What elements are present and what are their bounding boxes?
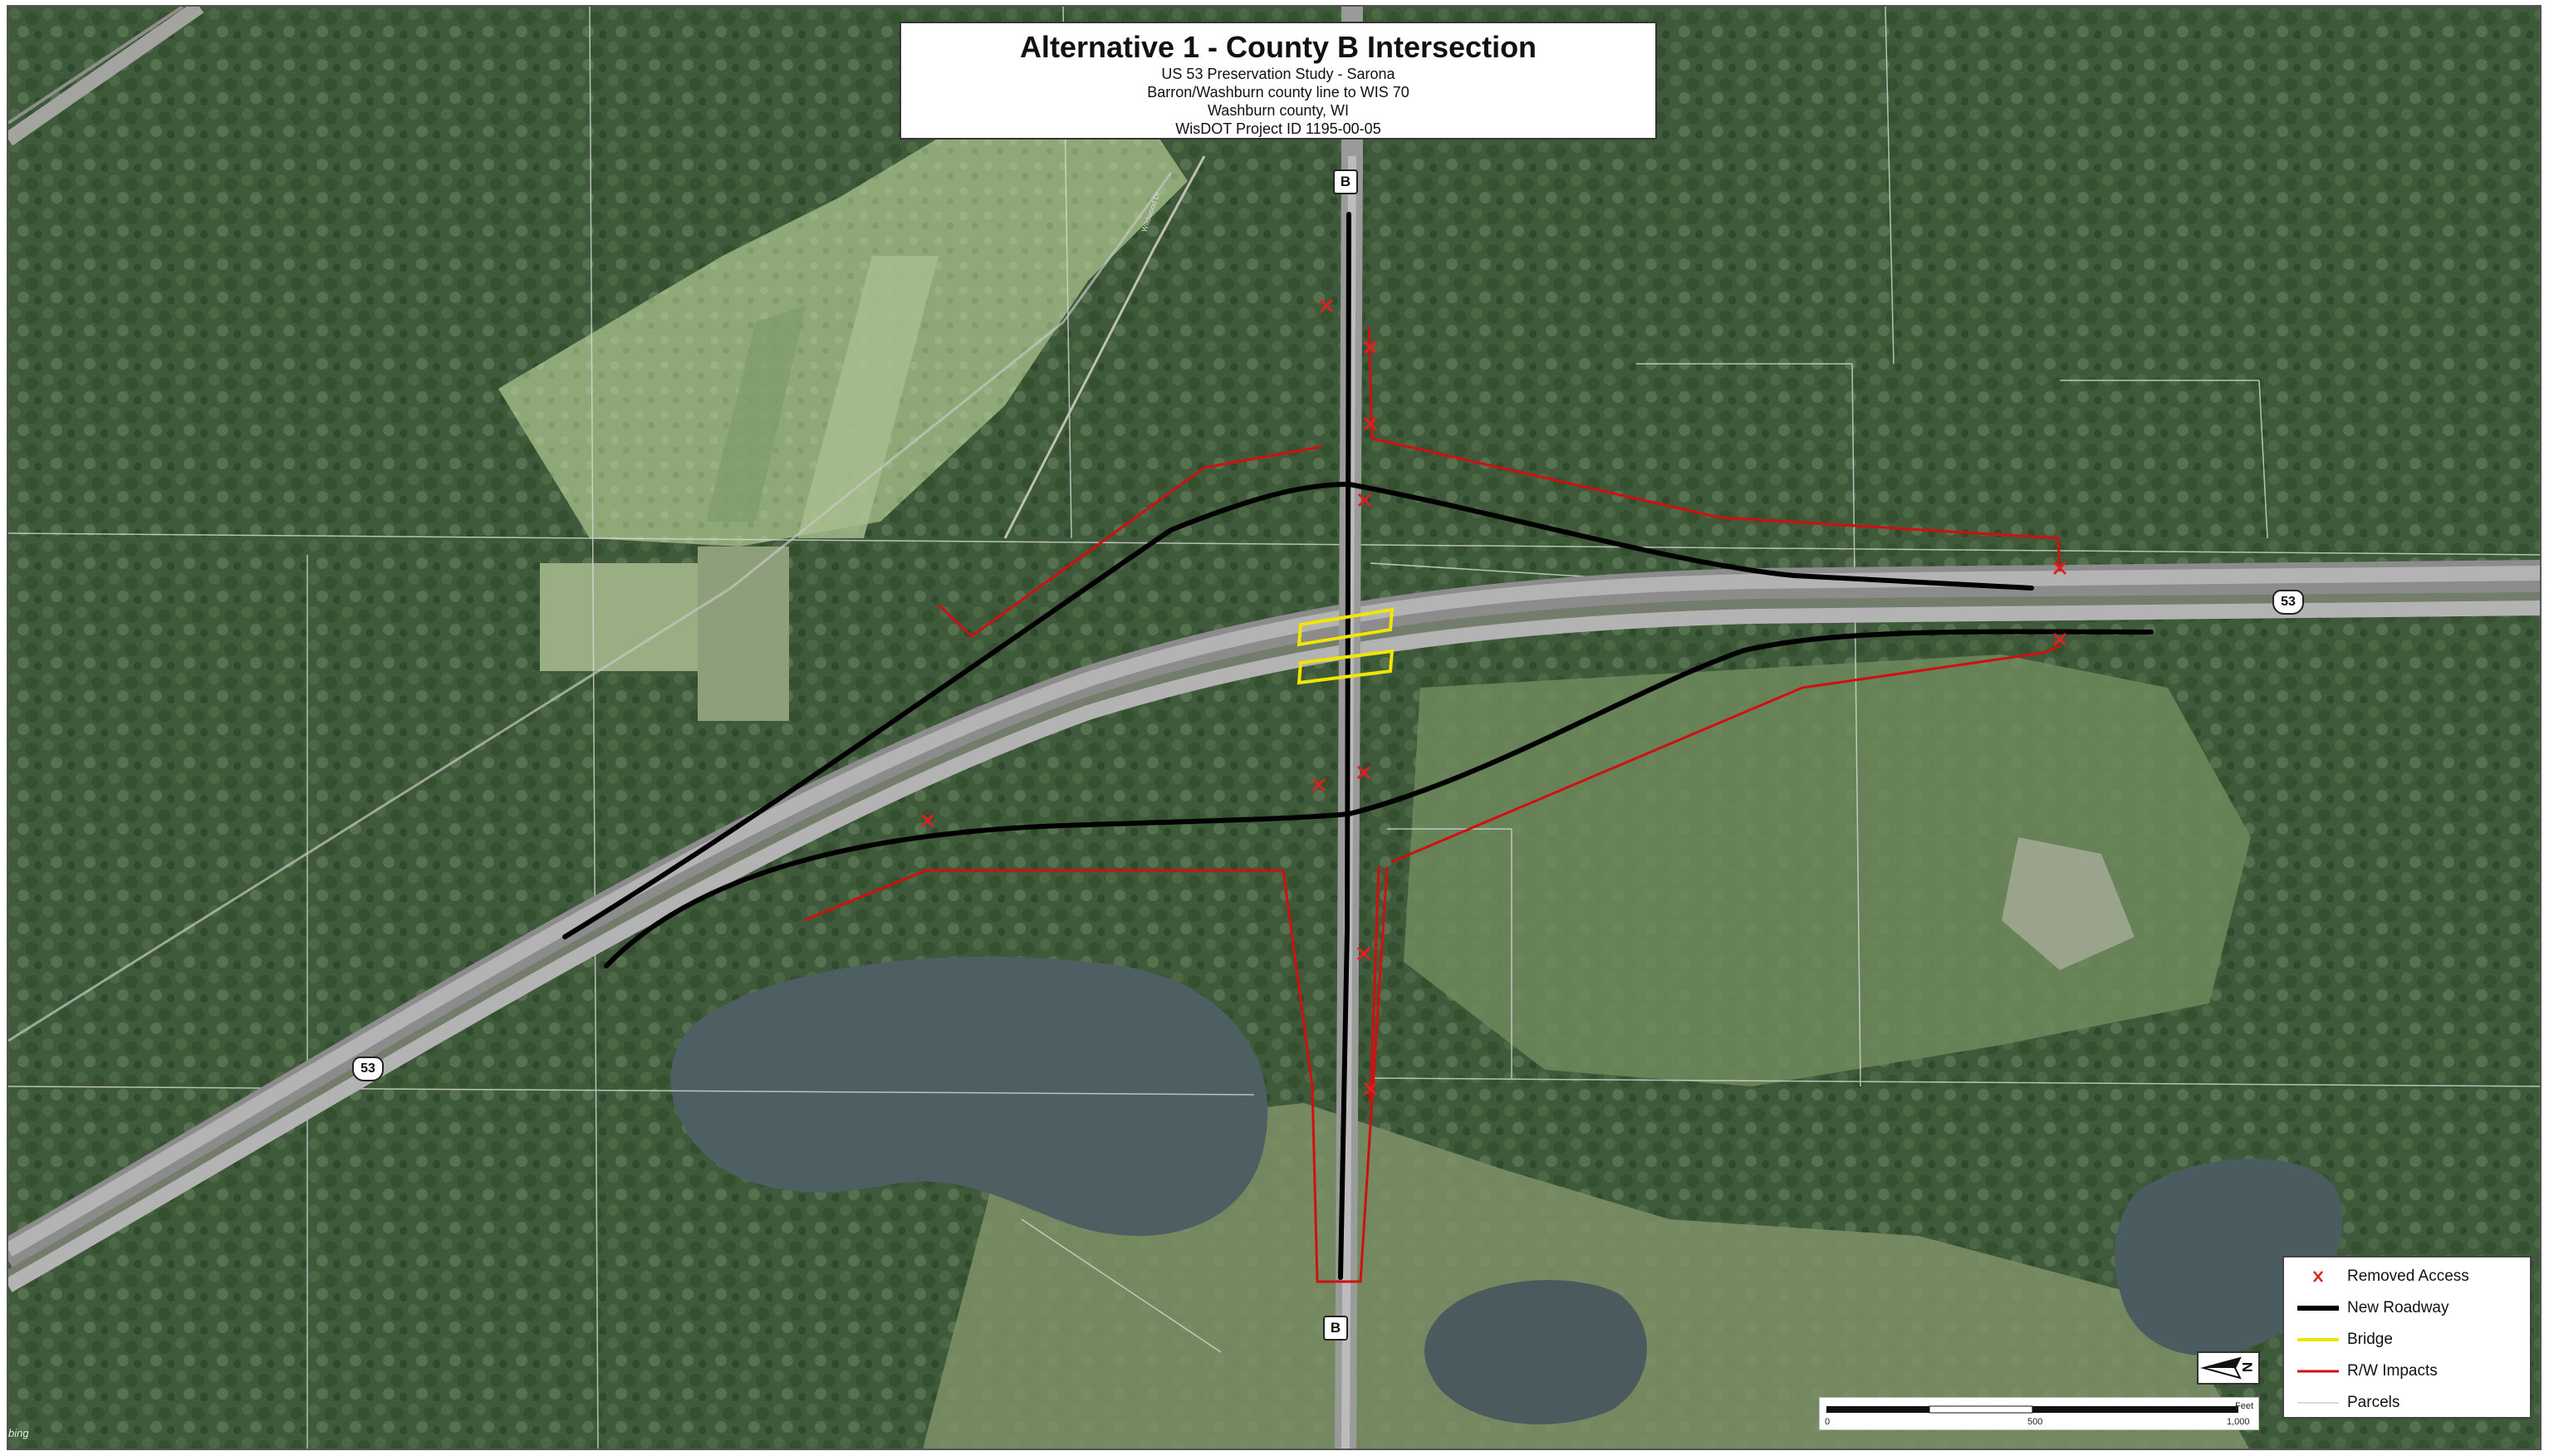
removed-access-mark	[1357, 493, 1372, 507]
removed-access-mark	[2052, 632, 2067, 647]
clearing-west	[540, 563, 698, 671]
map-subtitle-line-3: Washburn county, WI	[1207, 102, 1350, 119]
map-frame[interactable]	[7, 5, 2542, 1450]
scale-unit: Feet	[2235, 1401, 2254, 1411]
scale-tick-500: 500	[2027, 1417, 2043, 1427]
clearing-southeast	[1404, 654, 2251, 1086]
bridge-symbols	[1297, 607, 1395, 685]
county-b-shield-south: B	[1323, 1316, 1348, 1341]
legend-item-parcels: Parcels	[2284, 1387, 2530, 1419]
removed-access-mark	[1356, 765, 1371, 780]
map-subtitle-line-1: US 53 Preservation Study - Sarona	[1161, 66, 1395, 82]
removed-access-mark	[1356, 946, 1371, 961]
removed-access-marks	[920, 298, 2067, 1096]
map-subtitle-line-4: WisDOT Project ID 1195-00-05	[1175, 120, 1381, 137]
map-title-block: Alternative 1 - County B Intersection US…	[900, 22, 1657, 140]
removed-access-mark	[920, 813, 935, 828]
line-swatch-red	[2297, 1370, 2339, 1373]
county-b-shield-north: B	[1333, 169, 1358, 194]
bing-attribution: bing	[8, 1427, 29, 1439]
us-53-shield-west: 53	[352, 1056, 384, 1081]
north-arrow: N	[2197, 1351, 2260, 1385]
line-swatch-black	[2297, 1306, 2339, 1311]
line-swatch-yellow	[2297, 1338, 2339, 1341]
farm-field-north	[498, 123, 1188, 547]
scale-tick-1000: 1,000	[2227, 1417, 2250, 1427]
x-mark-icon	[2313, 1271, 2323, 1282]
removed-access-mark	[1363, 416, 1378, 431]
legend-item-rw-impacts: R/W Impacts	[2284, 1356, 2530, 1387]
scale-tick-0: 0	[1825, 1417, 1831, 1427]
us-53-shield-east: 53	[2272, 590, 2304, 615]
rw-impacts-lines	[803, 326, 2061, 1283]
interstate-nw-2	[8, 7, 184, 125]
aerial-map[interactable]	[8, 7, 2542, 1450]
removed-access-mark	[1311, 777, 1326, 792]
removed-access-mark	[1363, 340, 1378, 355]
lake-south-west	[670, 956, 1268, 1236]
scale-bar: 0 500 1,000 Feet	[1819, 1397, 2259, 1430]
disturbed-area-east	[2002, 837, 2135, 970]
map-subtitle-line-2: Barron/Washburn county line to WIS 70	[1147, 84, 1409, 100]
wetland-south	[923, 1103, 2249, 1449]
lake-south-center	[1424, 1280, 1647, 1424]
north-label: N	[2239, 1361, 2256, 1373]
removed-access-mark	[2052, 561, 2067, 576]
field-strips-2	[706, 306, 806, 522]
legend-item-removed-access: Removed Access	[2284, 1261, 2530, 1292]
map-legend: Removed Access New Roadway Bridge R/W Im…	[2282, 1256, 2532, 1419]
line-swatch-gray	[2297, 1402, 2339, 1404]
clearing-west-2	[698, 547, 789, 721]
map-title: Alternative 1 - County B Intersection	[1019, 30, 1537, 64]
legend-item-new-roadway: New Roadway	[2284, 1292, 2530, 1324]
north-arrow-icon	[2200, 1356, 2242, 1380]
rail-corridor	[8, 172, 1173, 1042]
us-53-highway	[8, 560, 2540, 1292]
new-roadway-lines	[562, 212, 2154, 1280]
field-strips	[797, 256, 939, 538]
removed-access-mark	[1319, 298, 1334, 313]
interstate-nw	[8, 7, 204, 146]
local-road-north	[1003, 155, 1206, 539]
removed-access-mark	[1363, 1081, 1378, 1096]
legend-item-bridge: Bridge	[2284, 1324, 2530, 1356]
